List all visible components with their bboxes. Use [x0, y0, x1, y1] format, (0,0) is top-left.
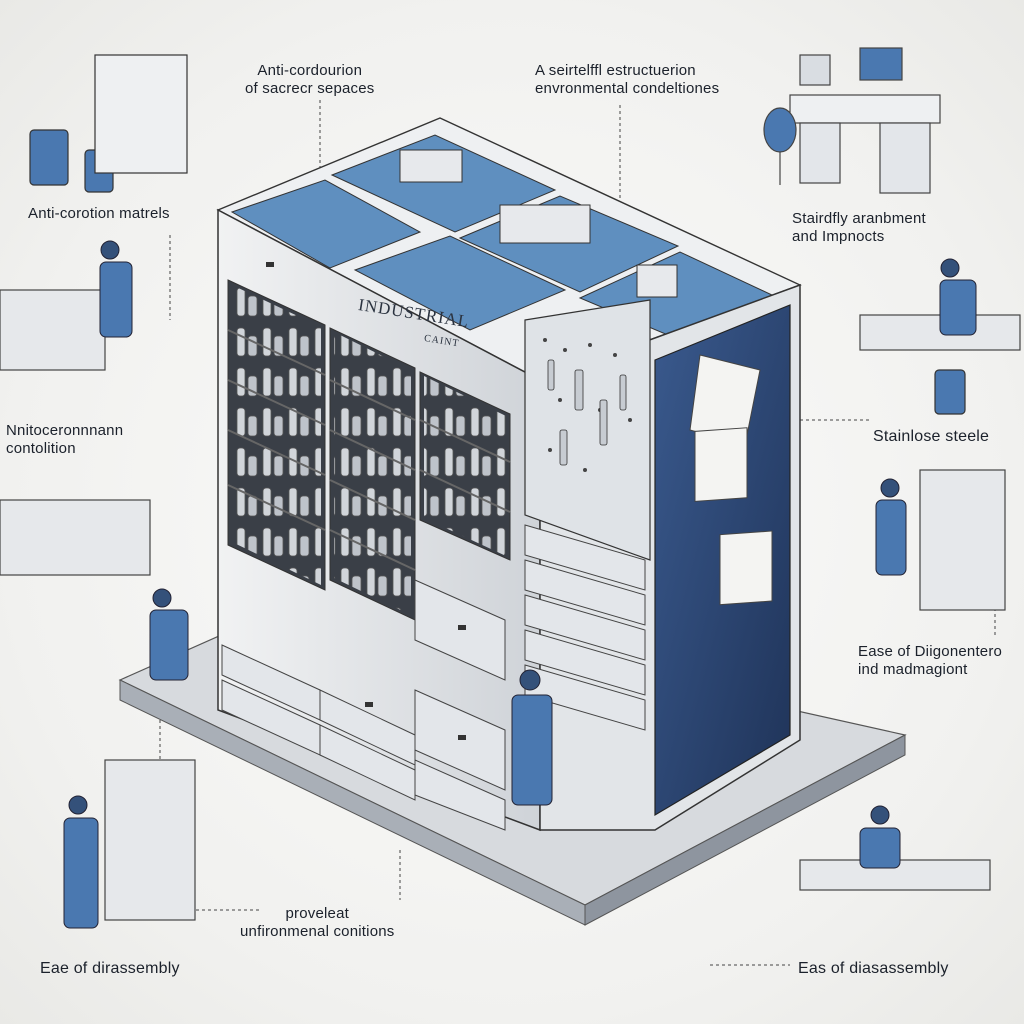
- label-right-mid: Stainlose steele: [873, 428, 990, 445]
- label-top-center-left: Anti-cordourion of sacrecr sepaces: [245, 62, 375, 97]
- computer-desk-icon: [763, 47, 941, 194]
- label-left-top: Anti-corotion matrels: [28, 205, 170, 222]
- cabinet-side: [524, 283, 801, 831]
- label-bottom-right: Eas of diasassembly: [798, 960, 949, 977]
- label-top-center-right: A seirtelffl estructuerion envronmental …: [535, 62, 720, 97]
- label-right-top: Stairdfly aranbment and Impnocts: [792, 210, 926, 245]
- label-bottom-center: proveleat unfironmenal conitions: [240, 905, 395, 940]
- label-bottom-left: Eae of dirassembly: [40, 960, 180, 977]
- worker-icon: [63, 240, 977, 929]
- barrel-icon: [29, 54, 966, 415]
- label-right-lower: Ease of Diigonentero ind madmagiont: [858, 643, 1003, 678]
- label-left-mid: Nnitoceronnnann contolition: [6, 422, 124, 457]
